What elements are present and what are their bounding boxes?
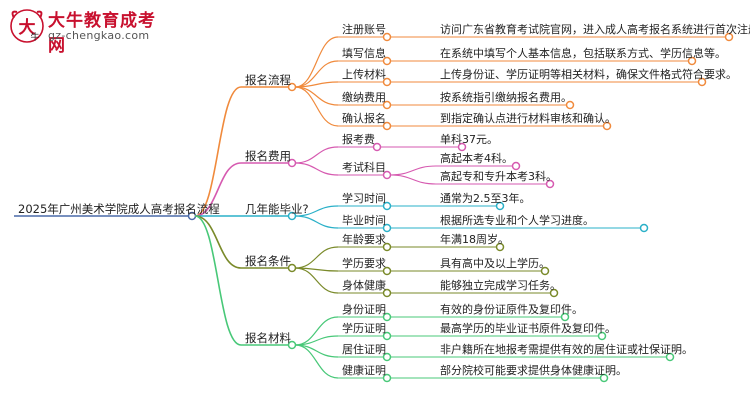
connector-line	[194, 215, 242, 269]
svg-text:牛: 牛	[30, 31, 39, 43]
connector-line	[294, 246, 339, 269]
node-dot	[560, 312, 570, 322]
connector-line	[294, 146, 339, 164]
leaf-detail: 根据所选专业和个人学习进度。	[440, 214, 594, 227]
subtopic: 健康证明	[342, 364, 386, 377]
node-dot	[665, 352, 675, 362]
connector-line	[389, 174, 437, 185]
subtopic: 居住证明	[342, 343, 386, 356]
subtopic: 身份证明	[342, 303, 386, 316]
leaf-detail: 能够独立完成学习任务。	[440, 279, 561, 292]
node-dot	[545, 179, 555, 189]
subtopic: 注册账号	[342, 23, 386, 36]
connector-line	[194, 162, 242, 217]
subtopic: 填写信息	[342, 47, 386, 60]
leaf-detail: 高起专和专升本考3科。	[440, 170, 557, 183]
branch-topic: 几年能毕业?	[245, 202, 309, 216]
branch-topic: 报名条件	[245, 254, 291, 268]
connector-line	[294, 36, 339, 88]
connector-line	[294, 344, 339, 379]
node-dot	[602, 121, 612, 131]
node-dot	[495, 242, 505, 252]
leaf-detail: 通常为2.5至3年。	[440, 192, 531, 205]
branch-topic: 报名流程	[245, 73, 291, 87]
node-dot	[697, 77, 707, 87]
node-dot	[597, 331, 607, 341]
node-dot	[639, 223, 649, 233]
leaf-detail: 最高学历的毕业证书原件及复印件。	[440, 322, 616, 335]
root-topic: 2025年广州美术学院成人高考报名流程	[18, 202, 220, 216]
logo-url: gz-chengkao.com	[48, 29, 150, 42]
connector-line	[294, 267, 339, 294]
node-dot	[495, 201, 505, 211]
leaf-detail: 按系统指引缴纳报名费用。	[440, 91, 572, 104]
logo-title: 大牛教育成考网	[48, 11, 156, 56]
leaf-detail: 访问广东省教育考试院官网，进入成人高考报名系统进行首次注册。	[440, 23, 750, 36]
node-dot	[549, 288, 559, 298]
leaf-detail: 高起本考4科。	[440, 152, 513, 165]
leaf-detail: 到指定确认点进行材料审核和确认。	[440, 112, 616, 125]
site-logo: 大 牛 大牛教育成考网 gz-chengkao.com	[8, 4, 168, 56]
subtopic: 考试科目	[342, 161, 386, 174]
svg-text:大: 大	[19, 17, 36, 38]
subtopic: 学历证明	[342, 322, 386, 335]
leaf-detail: 上传身份证、学历证明等相关材料，确保文件格式符合要求。	[440, 68, 737, 81]
branch-topic: 报名材料	[245, 331, 291, 345]
subtopic: 毕业时间	[342, 214, 386, 227]
leaf-detail: 非户籍所在地报考需提供有效的居住证或社保证明。	[440, 343, 693, 356]
connector-line	[194, 215, 242, 346]
connector-line	[294, 215, 339, 229]
subtopic: 缴纳费用	[342, 91, 386, 104]
node-dot	[599, 373, 609, 383]
branch-topic: 报名费用	[245, 149, 291, 163]
node-dot	[724, 32, 734, 42]
leaf-detail: 有效的身份证原件及复印件。	[440, 303, 583, 316]
leaf-detail: 部分院校可能要求提供身体健康证明。	[440, 364, 627, 377]
subtopic: 报考费	[342, 133, 375, 146]
subtopic: 身体健康	[342, 279, 386, 292]
connector-line	[294, 162, 339, 176]
connector-line	[294, 60, 339, 88]
connector-line	[294, 86, 339, 127]
node-dot	[540, 266, 550, 276]
node-dot	[511, 161, 521, 171]
leaf-detail: 年满18周岁。	[440, 233, 509, 246]
subtopic: 上传材料	[342, 68, 386, 81]
leaf-detail: 具有高中及以上学历。	[440, 257, 550, 270]
leaf-detail: 单科37元。	[440, 133, 498, 146]
node-dot	[457, 142, 467, 152]
connector-line	[389, 165, 437, 176]
subtopic: 学历要求	[342, 257, 386, 270]
subtopic: 年龄要求	[342, 233, 386, 246]
connector-line	[294, 86, 339, 106]
subtopic: 确认报名	[342, 112, 386, 125]
connector-line	[294, 81, 339, 88]
bull-mascot-icon: 大 牛	[10, 9, 44, 43]
connector-line	[194, 86, 242, 217]
leaf-detail: 在系统中填写个人基本信息，包括联系方式、学历信息等。	[440, 47, 726, 60]
node-dot	[687, 56, 697, 66]
node-dot	[565, 100, 575, 110]
subtopic: 学习时间	[342, 192, 386, 205]
